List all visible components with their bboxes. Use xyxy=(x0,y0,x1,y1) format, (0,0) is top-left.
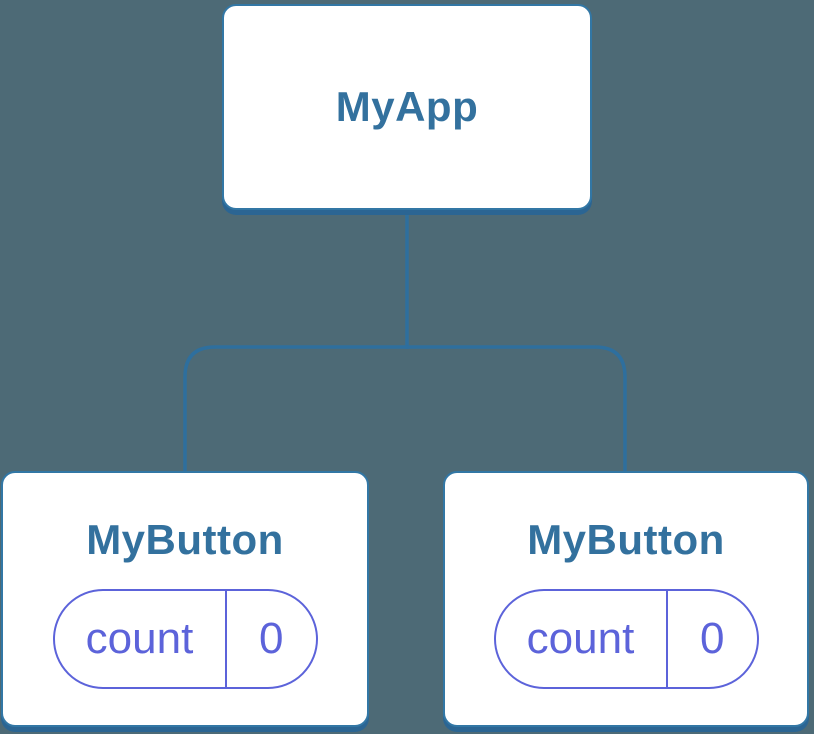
state-pill: count 0 xyxy=(52,589,318,689)
component-node-mybutton-right: MyButton count 0 xyxy=(443,471,809,727)
connector-bracket xyxy=(183,345,627,472)
component-label: MyButton xyxy=(527,516,725,563)
pill-divider xyxy=(224,591,227,687)
pill-divider xyxy=(665,591,668,687)
component-node-myapp: MyApp xyxy=(222,4,592,210)
state-name-label: count xyxy=(526,614,635,663)
component-label: MyButton xyxy=(86,516,284,563)
component-label: MyApp xyxy=(335,83,479,130)
state-value: 0 xyxy=(259,614,284,663)
state-pill: count 0 xyxy=(493,589,759,689)
state-value: 0 xyxy=(700,614,725,663)
state-name-label: count xyxy=(85,614,194,663)
component-node-mybutton-left: MyButton count 0 xyxy=(1,471,369,727)
